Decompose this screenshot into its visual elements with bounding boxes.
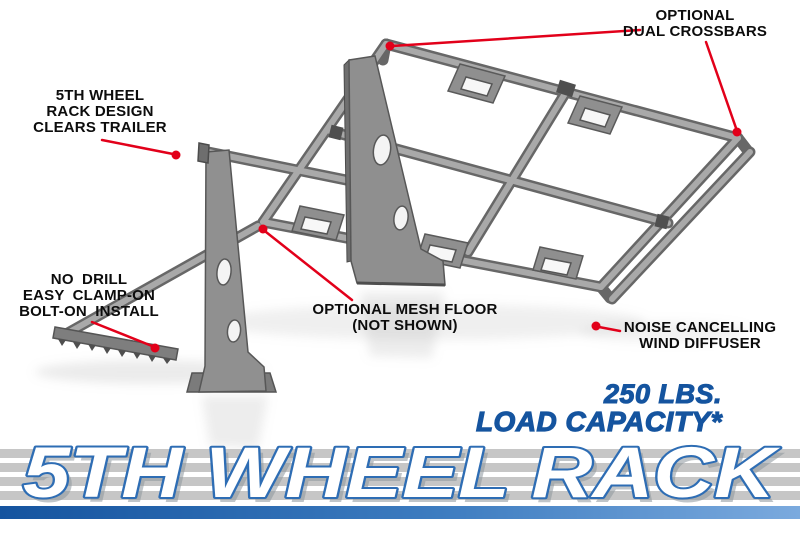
load-capacity-label: LOAD CAPACITY* xyxy=(475,406,722,437)
load-capacity: 250 LBS. LOAD CAPACITY* xyxy=(475,379,722,437)
leader-dot-no-drill xyxy=(150,343,160,353)
callout-mesh-floor: OPTIONAL MESH FLOOR (NOT SHOWN) xyxy=(312,301,498,335)
callout-no-drill: NO DRILL EASY CLAMP-ON BOLT-ON INSTALL xyxy=(19,271,159,321)
leader-dot-dual-crossbars-a xyxy=(385,41,395,51)
callout-dual-crossbars: OPTIONAL DUAL CROSSBARS xyxy=(622,7,768,41)
rack-front-upright xyxy=(186,142,278,393)
leader-line-clears-trailer xyxy=(100,138,175,156)
leader-line-wind-diffuser xyxy=(597,325,622,333)
leader-dot-mesh-floor xyxy=(258,224,268,234)
leader-line-mesh-floor xyxy=(264,230,354,302)
banner: 5TH WHEEL RACK 5TH WHEEL RACK xyxy=(21,436,786,516)
leader-line-dual-crossbars-a xyxy=(390,28,642,48)
leader-dots xyxy=(150,41,742,353)
banner-title-shadow: 5TH WHEEL RACK xyxy=(28,439,786,516)
load-capacity-weight: 250 LBS. xyxy=(603,379,722,409)
banner-title: 5TH WHEEL RACK xyxy=(23,436,781,513)
banner-stripes xyxy=(0,449,800,503)
rack-main-upright xyxy=(343,55,446,287)
leader-dot-wind-diffuser xyxy=(591,321,601,331)
callout-wind-diffuser: NOISE CANCELLING WIND DIFFUSER xyxy=(623,319,777,353)
leader-line-no-drill xyxy=(90,320,154,348)
leader-line-dual-crossbars-b xyxy=(704,40,738,130)
rack-clamp-bar xyxy=(52,326,179,364)
leader-dot-clears-trailer xyxy=(171,150,181,160)
leader-lines xyxy=(90,28,738,348)
banner-blue-bar xyxy=(0,506,800,519)
leader-dot-dual-crossbars-b xyxy=(732,127,742,137)
rack-joint-sleeves xyxy=(328,79,670,230)
rack-gusset-plates xyxy=(291,63,624,280)
callout-clears-trailer: 5TH WHEEL RACK DESIGN CLEARS TRAILER xyxy=(33,87,167,137)
